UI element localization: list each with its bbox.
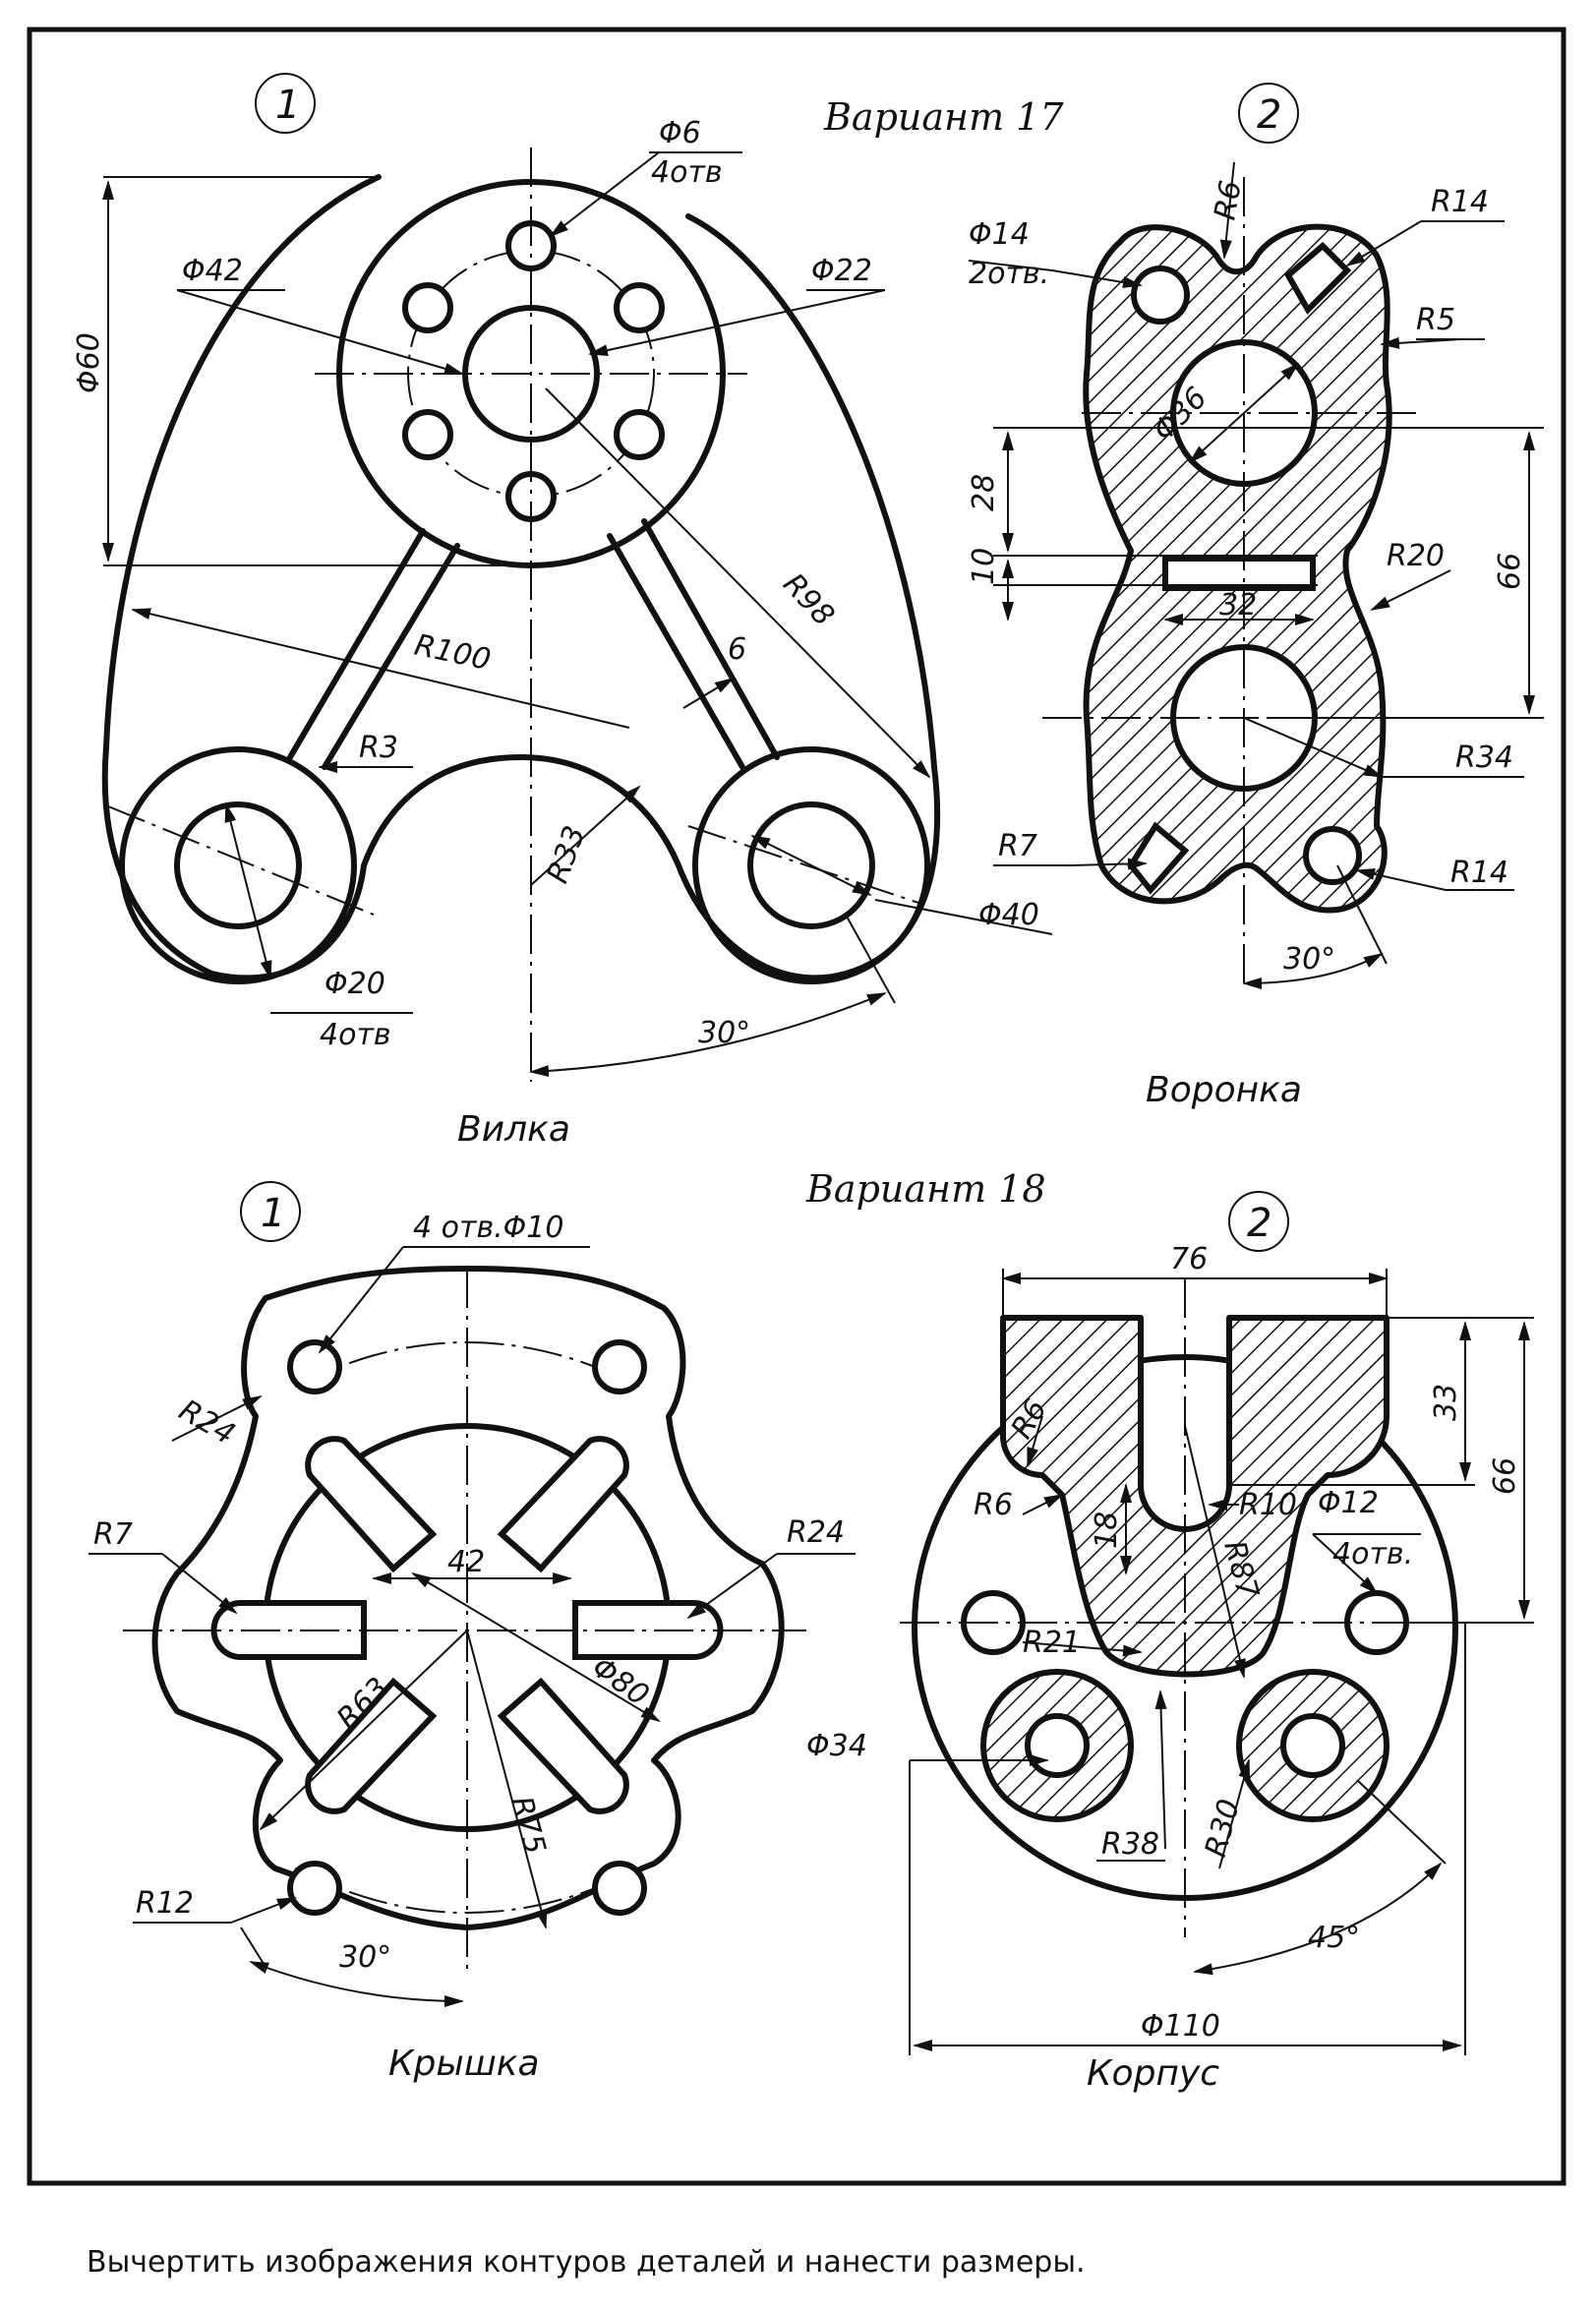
- vilka-bolt-hole: [614, 409, 665, 460]
- dim-label: R14: [1431, 185, 1489, 219]
- part-number-circle: [255, 73, 316, 134]
- dim-label: R75: [503, 1793, 552, 1858]
- voronka-oblong-bottom: [1127, 821, 1190, 895]
- kryshka-slot: [497, 1436, 629, 1573]
- dim-label: 4 отв.Φ10: [413, 1211, 563, 1245]
- voronka-oblong-top: [1284, 241, 1352, 315]
- dim-label: 66: [1493, 553, 1527, 590]
- dim-label: 30°: [1283, 942, 1335, 977]
- vilka-bolt-hole: [402, 409, 453, 460]
- dim-label: 10: [967, 548, 1001, 585]
- part-caption: Воронка: [1146, 1070, 1302, 1110]
- dim-label: R7: [93, 1517, 133, 1552]
- voronka-slot: [1162, 556, 1316, 591]
- part-korpus: 2 76 33 66 R6 R6 R10 Φ12 4отв.: [806, 1191, 1534, 2094]
- variant18-title: Вариант 18: [805, 1167, 1046, 1211]
- dim-label: Φ6: [659, 116, 701, 150]
- dim-label: Φ14: [969, 217, 1030, 252]
- dim-label: 66: [1488, 1457, 1522, 1495]
- dim-label: Φ42: [182, 254, 243, 288]
- dim-label: Φ22: [811, 254, 872, 288]
- part-voronka: 2 28 10 66 32 Φ14 2отв. R6 R14: [967, 83, 1544, 1110]
- korpus-hole: [1025, 1713, 1090, 1778]
- dim-label: R100: [411, 628, 494, 678]
- dim-label: R24: [787, 1515, 845, 1550]
- dim-label: R6: [1208, 178, 1248, 222]
- kryshka-hole: [287, 1339, 342, 1394]
- dim-label: 76: [1170, 1242, 1208, 1276]
- dim-label: 4отв.: [1332, 1537, 1413, 1571]
- part-number: 1: [275, 83, 300, 128]
- dim-label: 4отв: [651, 155, 723, 190]
- kryshka-outer-contour: [151, 1266, 785, 1930]
- part-number: 2: [1257, 92, 1281, 138]
- dim-label: R24: [173, 1393, 241, 1452]
- dim-label: 32: [1219, 588, 1257, 622]
- dim-label: R98: [776, 567, 841, 633]
- kryshka-slot: [305, 1677, 438, 1814]
- dim-label: Φ110: [1141, 2009, 1220, 2044]
- dim-label: 30°: [698, 1016, 750, 1050]
- dim-label: R7: [998, 829, 1037, 863]
- kryshka-hole: [287, 1861, 342, 1916]
- dim-label: R34: [1455, 741, 1513, 775]
- vilka-right-rib: [607, 518, 780, 770]
- vilka-bolt-hole: [402, 282, 453, 333]
- vilka-left-hole: [174, 801, 302, 929]
- kryshka-hole: [592, 1339, 647, 1394]
- part-number-circle: [1228, 1191, 1289, 1252]
- dim-label: 33: [1429, 1384, 1463, 1421]
- korpus-u-block: [1000, 1315, 1389, 1678]
- kryshka-slot: [497, 1677, 629, 1814]
- footer-instruction: Вычертить изображения контуров деталей и…: [87, 2245, 1086, 2280]
- part-vilka: 1 Φ60 Φ6 4отв Φ42: [72, 73, 1053, 1150]
- dim-label: 45°: [1308, 1921, 1360, 1955]
- dim-label: 30°: [339, 1940, 391, 1975]
- dim-label: 42: [447, 1545, 485, 1579]
- part-number-circle: [1238, 83, 1299, 144]
- vilka-left-rib: [287, 528, 460, 770]
- dim-label: R38: [1101, 1827, 1159, 1862]
- variant17-title: Вариант 17: [823, 95, 1064, 139]
- dim-label: Φ34: [806, 1729, 867, 1763]
- vilka-outer-contour: [101, 174, 941, 981]
- dim-label: 6: [728, 632, 746, 667]
- dim-label: Φ60: [72, 332, 106, 393]
- part-caption: Крышка: [388, 2044, 540, 2084]
- dim-label: R3: [359, 731, 398, 765]
- dim-label: R5: [1416, 303, 1455, 337]
- korpus-hole: [1280, 1713, 1345, 1778]
- dim-label: Φ40: [978, 898, 1039, 932]
- part-number-circle: [240, 1181, 301, 1242]
- dim-label: R20: [1387, 539, 1445, 573]
- dim-label: R6: [974, 1488, 1013, 1522]
- kryshka-hole: [592, 1861, 647, 1916]
- dim-label: R10: [1239, 1488, 1297, 1522]
- part-caption: Вилка: [457, 1109, 570, 1150]
- vilka-right-boss: [692, 746, 930, 984]
- part-number: 2: [1247, 1201, 1271, 1246]
- dim-label: Φ12: [1318, 1486, 1379, 1520]
- dim-label: 18: [1090, 1512, 1124, 1549]
- dim-label: Φ20: [325, 967, 385, 1001]
- dim-label: 4отв: [320, 1018, 391, 1052]
- dim-label: R33: [541, 821, 593, 887]
- dim-label: R14: [1450, 856, 1508, 890]
- vilka-left-boss: [119, 746, 357, 984]
- dim-label: R30: [1199, 1796, 1247, 1861]
- dim-label: 28: [967, 474, 1001, 511]
- dim-label: R21: [1023, 1626, 1081, 1660]
- dim-label: 2отв.: [969, 257, 1049, 291]
- kryshka-slot: [305, 1436, 438, 1573]
- voronka-hole: [1131, 266, 1190, 325]
- vilka-bolt-hole: [614, 282, 665, 333]
- part-number: 1: [261, 1191, 285, 1236]
- dim-label: R12: [136, 1886, 194, 1921]
- sheet-frame: [27, 27, 1566, 2186]
- voronka-hole: [1303, 826, 1362, 885]
- part-kryshka: 1 4 отв.Φ10 R24 R7 42 R24 R63: [89, 1181, 856, 2084]
- part-caption: Корпус: [1087, 2053, 1219, 2094]
